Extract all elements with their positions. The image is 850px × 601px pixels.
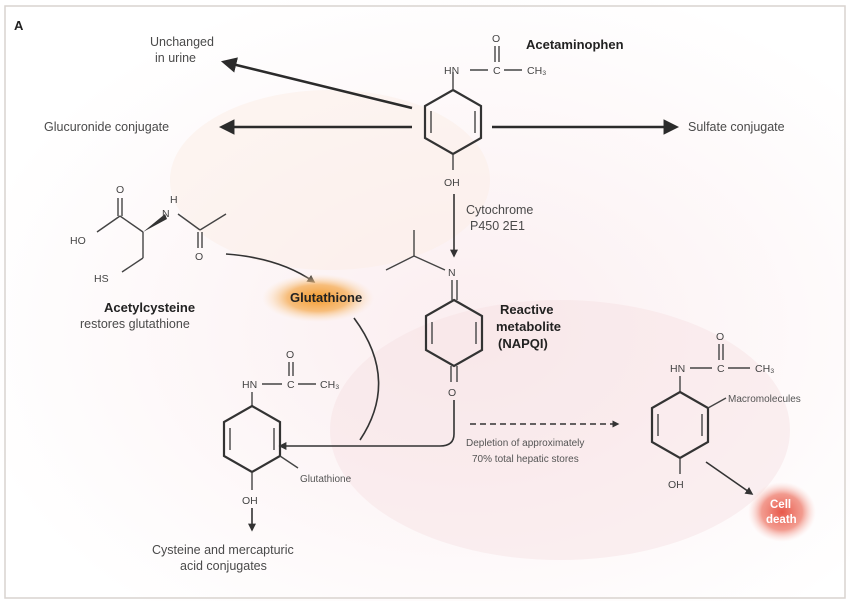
label-reactive-1: Reactive xyxy=(500,302,553,317)
atom-oh: OH xyxy=(444,177,460,189)
label-cytochrome-1: Cytochrome xyxy=(466,203,533,217)
glutathione-glow xyxy=(262,274,374,322)
label-reactive-3: (NAPQI) xyxy=(498,336,548,351)
cell-death-glow xyxy=(748,482,816,542)
arrow-napqi-to-conjugate xyxy=(278,400,455,450)
atom-o-ac2: O xyxy=(195,251,203,263)
label-depletion-1: Depletion of approximately xyxy=(466,438,584,449)
label-unchanged-1: Unchanged xyxy=(150,35,214,49)
label-cytochrome-2: P450 2E1 xyxy=(470,219,525,233)
atom-hs: HS xyxy=(94,273,109,285)
label-glutathione-node: Glutathione xyxy=(290,290,362,305)
atom-hn-mm: HN xyxy=(670,363,685,375)
atom-o-napqi: O xyxy=(448,387,456,399)
atom-hn-gc: HN xyxy=(242,379,257,391)
napqi-molecule: N O xyxy=(385,230,484,399)
atom-c-gc: C xyxy=(287,379,295,391)
atom-n-ac: N xyxy=(162,208,170,220)
atom-oh-gc: OH xyxy=(242,495,258,507)
label-cysteine-1: Cysteine and mercapturic xyxy=(152,543,294,557)
atom-hn: HN xyxy=(444,65,459,77)
atom-ch3: CH₃ xyxy=(527,65,546,77)
watermark-blob xyxy=(170,90,490,270)
acetylcysteine-molecule: O HO H N O HS xyxy=(70,184,227,285)
glutathione-conjugate-molecule: HN C CH₃ O OH xyxy=(222,349,339,507)
label-glutathione-sub: Glutathione xyxy=(300,474,352,485)
label-cell-1: Cell xyxy=(770,499,791,511)
acetaminophen-molecule: HN C CH₃ O OH xyxy=(423,33,546,189)
atom-o-mm: O xyxy=(716,331,724,343)
label-reactive-2: metabolite xyxy=(496,319,561,334)
arrow-to-cell-death xyxy=(705,461,754,495)
atom-oh-mm: OH xyxy=(668,479,684,491)
atom-c: C xyxy=(493,65,501,77)
label-cysteine-2: acid conjugates xyxy=(180,559,267,573)
atom-h: H xyxy=(170,194,178,206)
label-sulfate: Sulfate conjugate xyxy=(688,120,785,134)
atom-c-mm: C xyxy=(717,363,725,375)
label-cell-2: death xyxy=(766,514,797,526)
label-macromolecules: Macromolecules xyxy=(728,394,801,405)
atom-ch3-mm: CH₃ xyxy=(755,363,774,375)
label-unchanged-2: in urine xyxy=(155,51,196,65)
atom-ho: HO xyxy=(70,235,86,247)
label-acetylcysteine-sub: restores glutathione xyxy=(80,317,190,331)
label-acetylcysteine: Acetylcysteine xyxy=(104,300,195,315)
label-glucuronide: Glucuronide conjugate xyxy=(44,120,169,134)
label-acetaminophen: Acetaminophen xyxy=(526,37,624,52)
atom-n: N xyxy=(448,267,456,279)
atom-o-ac: O xyxy=(116,184,124,196)
macromolecule-adduct-molecule: HN C CH₃ O OH xyxy=(650,331,774,491)
path-glutathione-down xyxy=(353,317,380,441)
frame xyxy=(4,5,846,599)
atom-o: O xyxy=(492,33,500,45)
atom-o-gc: O xyxy=(286,349,294,361)
label-depletion-2: 70% total hepatic stores xyxy=(472,454,579,465)
atom-ch3-gc: CH₃ xyxy=(320,379,339,391)
arrow-to-unchanged xyxy=(220,57,413,110)
panel-label: A xyxy=(14,18,24,33)
watermark-blob xyxy=(330,300,790,560)
